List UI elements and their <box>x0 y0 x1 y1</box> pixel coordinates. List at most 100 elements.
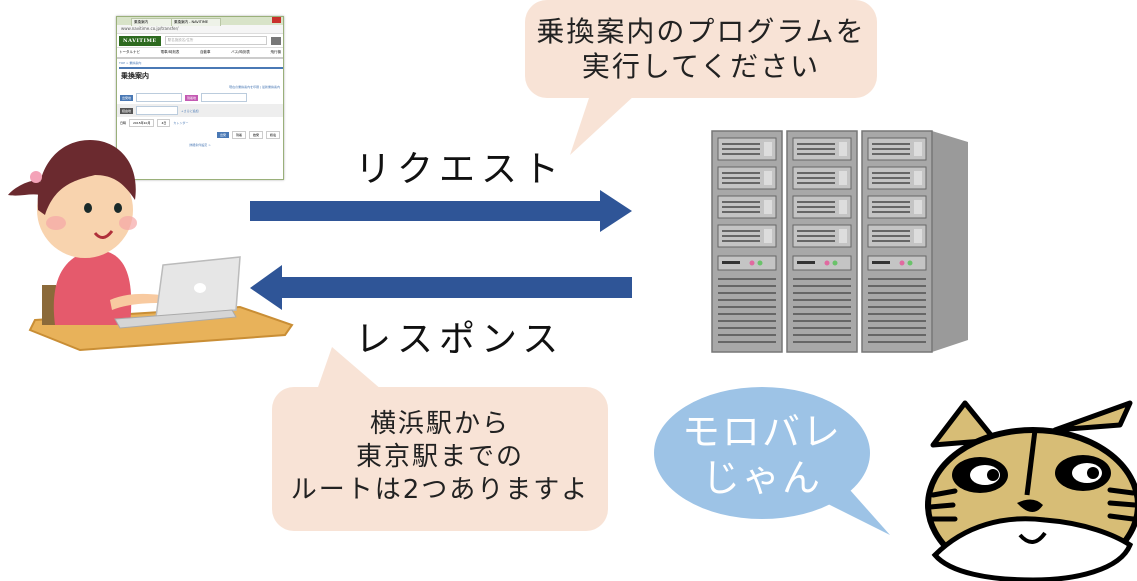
request-bubble-shape <box>525 0 877 155</box>
hair-tie <box>30 171 42 183</box>
vent-line <box>793 334 851 336</box>
control-panel <box>867 255 927 271</box>
to-input <box>201 93 248 102</box>
request-bubble-text: 乗換案内のプログラムを 実行してください <box>525 14 877 84</box>
mouth <box>93 230 114 239</box>
cat-stripe <box>1024 429 1038 496</box>
vent-line <box>793 278 851 280</box>
url-bar: www.navitime.co.jp/transfer/ <box>117 25 283 34</box>
cat-nose <box>1017 499 1043 513</box>
vent-line <box>793 306 851 308</box>
cat-bubble-shape <box>654 387 890 535</box>
cat-bubble-line: じゃん <box>701 455 822 500</box>
vent-line <box>868 278 926 280</box>
vent-line <box>718 285 776 287</box>
from-label: 出発地 <box>120 94 134 101</box>
cat-ear-left <box>930 400 998 448</box>
status-led <box>899 260 905 266</box>
search-input: 駅名施設名/住所 <box>164 36 267 45</box>
vent-line <box>868 341 926 343</box>
browser-tab-active: 乗換案内 - NAVITIME <box>171 18 221 26</box>
vent-line <box>793 327 851 329</box>
vent-line <box>718 306 776 308</box>
laptop-base <box>114 309 237 329</box>
vent-line <box>868 292 926 294</box>
status-led <box>907 260 913 266</box>
browser-screenshot: 乗換案内 乗換案内 - NAVITIME www.navitime.co.jp/… <box>116 16 284 180</box>
vent-line <box>718 299 776 301</box>
arm <box>110 293 160 310</box>
time-option-arrive: 到着 <box>231 131 246 139</box>
vent-line <box>793 299 851 301</box>
site-nav: トータルナビ 電車/時刻表 自動車 バス/時刻表 飛行機 <box>117 47 283 59</box>
laptop-logo <box>194 283 206 293</box>
status-led <box>749 260 755 266</box>
navitime-logo: NAVITIME <box>119 35 161 46</box>
calendar-link: カレンダー <box>173 121 189 125</box>
request-bubble-line: 実行してください <box>581 50 821 83</box>
to-label: 到着地 <box>185 94 199 101</box>
response-bubble-shape <box>272 347 608 531</box>
vent-line <box>868 306 926 308</box>
vent-line <box>868 334 926 336</box>
control-panel <box>717 255 777 271</box>
vent-line <box>868 313 926 315</box>
vent-line <box>793 320 851 322</box>
nav-item: トータルナビ <box>119 50 140 54</box>
status-led <box>832 260 838 266</box>
vent-line <box>793 313 851 315</box>
date-label: 日時 <box>120 121 127 125</box>
rack-side <box>932 131 968 352</box>
nav-item: 自動車 <box>200 50 211 54</box>
hair <box>37 140 136 215</box>
vent-line <box>718 341 776 343</box>
vent-line <box>868 285 926 287</box>
date-select: 2015年10月 <box>129 119 155 127</box>
request-arrow <box>250 190 632 232</box>
via-label: 経由地 <box>120 107 134 114</box>
response-bubble-line: 東京駅までの <box>355 442 524 473</box>
status-led <box>757 260 763 266</box>
eye <box>114 203 122 213</box>
cat-muzzle <box>931 516 1134 581</box>
server-rack-illustration <box>711 130 968 353</box>
eye <box>84 203 92 213</box>
vent-line <box>718 334 776 336</box>
vent-line <box>868 327 926 329</box>
cat-bubble-line: モロバレ <box>681 410 842 454</box>
response-bubble-text: 横浜駅から 東京駅までの ルートは2つありますよ <box>272 408 608 507</box>
close-icon <box>272 17 281 23</box>
cat-mouth <box>1018 531 1047 544</box>
print-links: 現在の乗換案内を印刷 | 最新乗換案内 <box>229 85 280 89</box>
cheek <box>119 216 137 230</box>
browser-titlebar: 乗換案内 乗換案内 - NAVITIME <box>117 17 283 26</box>
add-via-link: +さらに追加 <box>181 108 199 113</box>
vent-line <box>718 320 776 322</box>
vent-line <box>868 299 926 301</box>
cat-illustration <box>925 400 1137 581</box>
arrows <box>250 190 632 310</box>
vent-line <box>718 327 776 329</box>
request-label: リクエスト <box>355 149 566 190</box>
response-label: レスポンス <box>355 319 565 360</box>
day-select: 4日 <box>157 119 171 127</box>
response-bubble-line: 横浜駅から <box>369 409 510 439</box>
vent-line <box>718 313 776 315</box>
control-panel <box>792 255 852 271</box>
breadcrumb: TOP > 乗換案内 <box>119 61 142 65</box>
nav-item: バス/時刻表 <box>231 50 250 54</box>
cat-whiskers <box>927 487 1137 522</box>
cat-ear-right <box>1052 400 1133 433</box>
cheek <box>46 216 66 230</box>
shirt <box>53 250 132 325</box>
more-settings-link: 詳細条件設定 > <box>189 143 211 147</box>
request-bubble-line: 乗換案内のプログラムを <box>536 15 866 48</box>
status-led <box>824 260 830 266</box>
vent-line <box>793 341 851 343</box>
vent-line <box>793 292 851 294</box>
nav-item: 電車/時刻表 <box>160 50 180 54</box>
via-input <box>136 106 179 115</box>
response-bubble-line: ルートは2つありますよ <box>290 475 590 506</box>
ponytail <box>8 180 40 196</box>
search-icon <box>271 36 281 45</box>
